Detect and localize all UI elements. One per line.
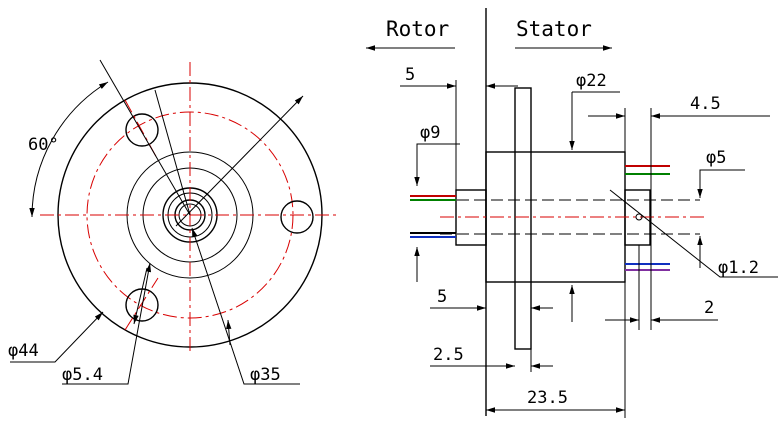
dia22-label: φ22 <box>576 71 607 91</box>
wire-hole <box>635 213 643 221</box>
dia1-2-label: φ1.2 <box>718 258 759 278</box>
angle-leader <box>99 59 191 216</box>
right-wires <box>625 165 670 271</box>
front-view: 60° φ44 φ5.4 φ35 <box>8 59 336 385</box>
dia5-4-label: φ5.4 <box>62 365 103 385</box>
mounting-hole-top <box>125 113 159 147</box>
angle-leader-2 <box>154 89 191 216</box>
dim23-5-label: 23.5 <box>527 388 568 408</box>
mounting-hole-right <box>280 200 314 234</box>
dia9-leader <box>414 143 460 186</box>
side-view: Rotor Stator 5 <box>366 8 778 418</box>
rotor-label: Rotor <box>386 17 449 41</box>
dia35-leader-2 <box>226 319 232 346</box>
dim2-label: 2 <box>704 298 714 318</box>
dia35-leader <box>191 227 300 385</box>
angle-arc <box>29 81 109 218</box>
hole-centerline-bottom <box>124 277 159 331</box>
dia44-leader <box>10 311 104 363</box>
dia44-leader-top <box>175 95 304 227</box>
stator-label: Stator <box>516 17 592 41</box>
dia5-label: φ5 <box>706 148 726 168</box>
dia35-label: φ35 <box>250 365 281 385</box>
dia5-4-leader-2 <box>133 267 148 325</box>
dia5-leader <box>697 169 745 198</box>
dia44-label: φ44 <box>8 341 39 361</box>
mounting-flange <box>514 87 532 350</box>
angle-label: 60° <box>28 135 59 155</box>
dim2-5-label: 2.5 <box>433 345 464 365</box>
dim4-5-label: 4.5 <box>690 94 721 114</box>
left-wires <box>410 195 456 238</box>
dia9-label: φ9 <box>420 123 440 143</box>
stator-body <box>485 151 626 283</box>
dia5-4-leader <box>62 262 152 385</box>
dim5-bottom-label: 5 <box>437 287 447 307</box>
dia1-2-leader <box>609 189 778 278</box>
dim5-top-label: 5 <box>405 65 415 85</box>
